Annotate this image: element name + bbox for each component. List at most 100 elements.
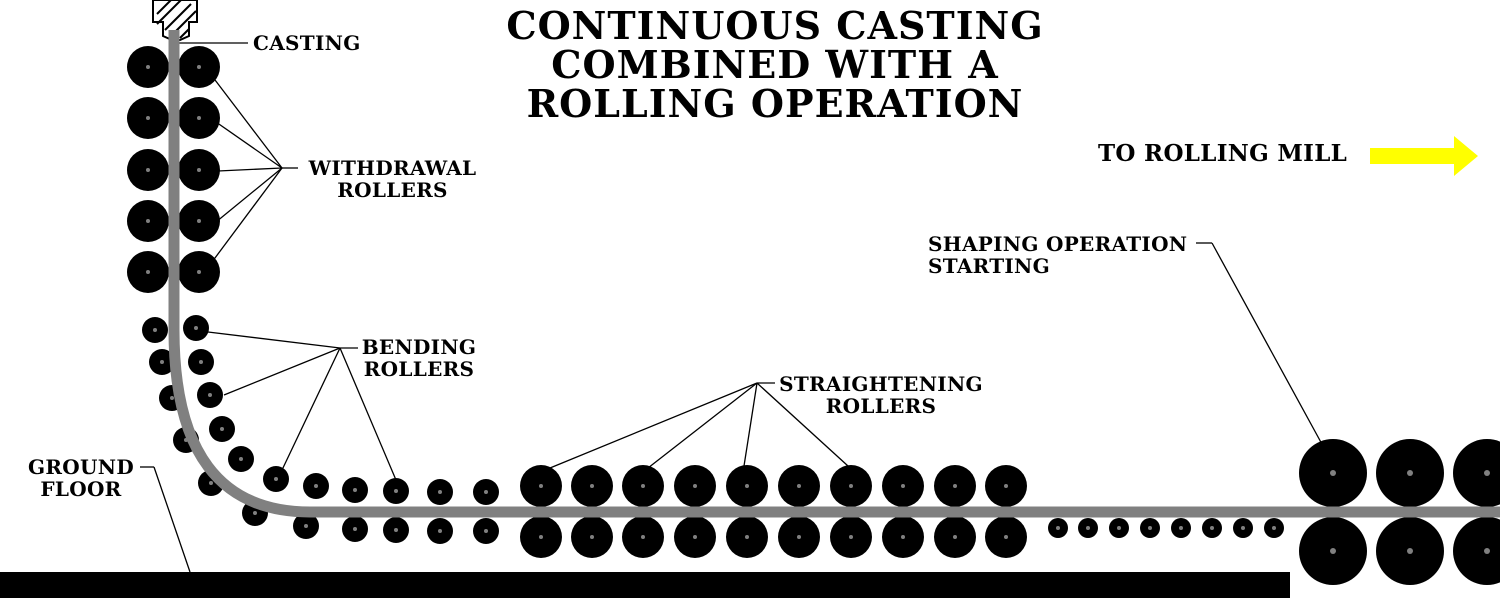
bending-roller-center — [170, 396, 174, 400]
bending-rollers-line-2: ROLLERS — [363, 357, 475, 381]
bending-roller-center — [484, 490, 488, 494]
straightening-roller-center — [953, 484, 957, 488]
straightening-roller-center — [1004, 484, 1008, 488]
bending-roller-center — [153, 328, 157, 332]
withdrawal-roller-center — [197, 168, 201, 172]
shaping-roller-center — [1484, 470, 1490, 476]
straightening-roller-center — [590, 484, 594, 488]
title-line-1: CONTINUOUS CASTING — [506, 3, 1044, 48]
straightening-roller-center — [797, 484, 801, 488]
straightening-roller-center — [590, 535, 594, 539]
ground-floor — [0, 572, 1290, 598]
withdrawal-roller-center — [197, 270, 201, 274]
withdrawal-leader — [217, 167, 283, 172]
bending-roller-center — [239, 457, 243, 461]
bending-leader — [207, 331, 341, 349]
straightening-roller-center — [745, 484, 749, 488]
bending-roller-center — [199, 360, 203, 364]
withdrawal-leader — [211, 167, 283, 263]
leader-lines — [140, 42, 1324, 573]
straightening-roller-center — [901, 484, 905, 488]
straightening-leader — [743, 382, 758, 467]
shaping-roller-center — [1330, 548, 1336, 554]
bending-roller-center — [484, 529, 488, 533]
casting-label: CASTING — [253, 31, 361, 55]
withdrawal-roller-center — [146, 65, 150, 69]
shaping-roller-center — [1484, 548, 1490, 554]
bending-roller-center — [220, 427, 224, 431]
ground-floor-line-1: GROUND — [28, 455, 134, 479]
title-line-2: COMBINED WITH A — [551, 42, 999, 87]
bending-rollers-line-1: BENDING — [361, 335, 477, 359]
straightening-roller-center — [693, 535, 697, 539]
straightening-roller-center — [641, 484, 645, 488]
bending-roller-center — [194, 326, 198, 330]
bending-roller-center — [394, 528, 398, 532]
support-roller-center — [1056, 526, 1060, 530]
withdrawal-roller-center — [146, 270, 150, 274]
steel-strand — [168, 30, 1500, 518]
support-roller-center — [1241, 526, 1245, 530]
straightening-leader — [647, 382, 758, 469]
straightening-roller-center — [849, 535, 853, 539]
shaping-leader — [1211, 242, 1324, 447]
support-roller-center — [1117, 526, 1121, 530]
straightening-roller-center — [539, 535, 543, 539]
bending-leader — [339, 347, 397, 481]
straightening-rollers-line-1: STRAIGHTENING — [779, 372, 983, 396]
withdrawal-roller-center — [197, 219, 201, 223]
ground-floor-label: GROUND FLOOR — [20, 456, 142, 500]
straightening-leader — [756, 382, 849, 467]
bending-roller-center — [353, 527, 357, 531]
bending-rollers-label: BENDING ROLLERS — [358, 336, 480, 380]
bending-roller-center — [438, 529, 442, 533]
ground-floor-leader — [153, 466, 191, 573]
bending-roller-center — [304, 524, 308, 528]
rollers-group — [127, 46, 1500, 585]
straightening-roller-center — [849, 484, 853, 488]
bending-roller-center — [353, 488, 357, 492]
withdrawal-roller-center — [197, 116, 201, 120]
straightening-roller-center — [953, 535, 957, 539]
support-roller-center — [1148, 526, 1152, 530]
diagram-title: CONTINUOUS CASTING COMBINED WITH A ROLLI… — [470, 6, 1080, 123]
withdrawal-roller-center — [146, 116, 150, 120]
bending-roller-center — [208, 393, 212, 397]
title-line-3: ROLLING OPERATION — [526, 81, 1024, 126]
withdrawal-leader — [211, 75, 283, 169]
withdrawal-rollers-line-2: ROLLERS — [337, 178, 448, 202]
bending-roller-center — [394, 489, 398, 493]
to-rolling-mill-label: TO ROLLING MILL — [1098, 140, 1348, 167]
bending-roller-center — [253, 511, 257, 515]
bending-roller-center — [314, 484, 318, 488]
straightening-roller-center — [745, 535, 749, 539]
shaping-roller-center — [1330, 470, 1336, 476]
ground-floor-line-2: FLOOR — [40, 477, 122, 501]
support-roller-center — [1272, 526, 1276, 530]
bending-leader — [281, 347, 341, 471]
bending-roller-center — [160, 360, 164, 364]
support-roller-center — [1086, 526, 1090, 530]
casting-mold — [152, 0, 198, 41]
straightening-rollers-label: STRAIGHTENING ROLLERS — [776, 373, 986, 417]
withdrawal-roller-center — [146, 168, 150, 172]
support-roller-center — [1179, 526, 1183, 530]
withdrawal-roller-center — [197, 65, 201, 69]
straightening-roller-center — [539, 484, 543, 488]
withdrawal-leader — [215, 121, 283, 169]
withdrawal-rollers-line-1: WITHDRAWAL — [308, 156, 477, 180]
shaping-roller-center — [1407, 548, 1413, 554]
bending-roller-center — [274, 477, 278, 481]
shaping-roller — [1453, 439, 1500, 507]
withdrawal-roller-center — [146, 219, 150, 223]
bending-roller-center — [438, 490, 442, 494]
shaping-roller-center — [1407, 470, 1413, 476]
withdrawal-leader — [215, 167, 283, 223]
bending-roller-center — [209, 481, 213, 485]
straightening-leader — [549, 382, 758, 469]
straightening-roller-center — [901, 535, 905, 539]
shaping-operation-line-1: SHAPING OPERATION — [928, 232, 1188, 256]
withdrawal-rollers-label: WITHDRAWAL ROLLERS — [300, 157, 485, 201]
